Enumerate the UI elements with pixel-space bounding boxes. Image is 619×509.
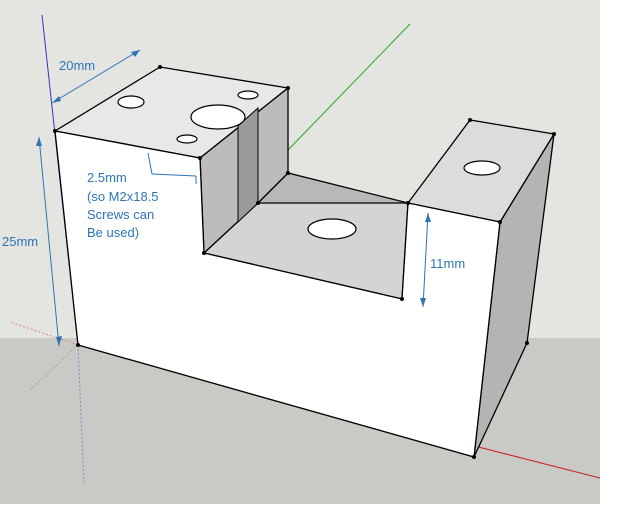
note-line-1: 2.5mm xyxy=(87,170,127,185)
dimension-height xyxy=(36,136,62,347)
hole-top-small-b xyxy=(176,134,198,144)
dimension-step-label: 11mm xyxy=(430,256,465,271)
dimension-height-label: 25mm xyxy=(2,234,38,249)
vertex-markers xyxy=(53,65,556,459)
blue-axis-below xyxy=(77,344,85,486)
hole-top-left xyxy=(117,95,145,109)
note-line-4: Be used) xyxy=(87,225,139,240)
dimension-width-label: 20mm xyxy=(59,58,95,73)
dimension-step xyxy=(420,212,431,308)
hole-right-block xyxy=(463,160,501,176)
green-axis-back xyxy=(29,344,79,391)
hole-ledge xyxy=(307,218,357,240)
dimension-note-leader xyxy=(147,152,197,184)
note-line-3: Screws can xyxy=(87,207,154,222)
slot-cutout xyxy=(237,106,259,224)
canvas-right-strip xyxy=(600,0,619,504)
green-axis xyxy=(287,23,411,151)
hole-top-large xyxy=(190,104,246,130)
dimension-note-text: 2.5mm (so M2x18.5 Screws can Be used) xyxy=(87,170,162,240)
dimension-width xyxy=(51,49,141,104)
hole-top-small-a xyxy=(237,90,259,100)
note-line-2: (so M2x18.5 xyxy=(87,189,159,204)
